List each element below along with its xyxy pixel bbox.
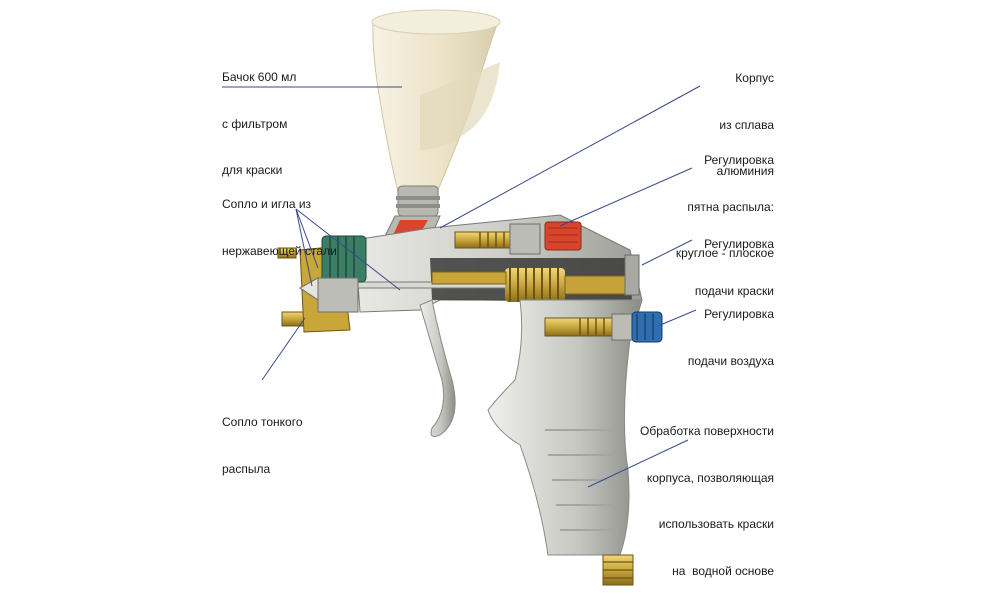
label-tank-line3: для краски: [222, 163, 283, 177]
leader-air: [657, 309, 697, 327]
label-tank: Бачок 600 мл с фильтром для краски: [222, 39, 296, 210]
air-cap: [277, 235, 367, 333]
label-surface-line4: на водной основе: [672, 563, 774, 578]
label-air-feed-line1: Регулировка: [704, 307, 774, 321]
needle-spring: [505, 268, 565, 302]
label-paint-feed: Регулировка подачи краски: [695, 206, 774, 330]
label-surface-line1: Обработка поверхности: [640, 424, 774, 438]
label-pattern-line3: круглое - плоское: [675, 246, 774, 260]
air-adjust-knob: [544, 311, 663, 343]
leader-nozzle-1: [295, 208, 319, 269]
label-body-line3: алюминия: [716, 164, 774, 178]
leader-body: [439, 85, 701, 229]
leader-pattern: [559, 167, 693, 227]
label-nozzle-needle-line1: Сопло и игла из: [222, 197, 312, 211]
paint-cup: [371, 9, 501, 217]
label-surface-line3: использовать краски: [658, 517, 774, 531]
pattern-adjust-knob: [454, 221, 582, 255]
label-body-line1: Корпус: [735, 71, 774, 85]
paint-feed-knob: [624, 254, 640, 296]
cup-thread: [396, 196, 440, 208]
trigger: [419, 299, 456, 437]
handle: [487, 299, 641, 586]
leader-nozzle-3: [295, 208, 313, 287]
label-nozzle-needle-line2: нержавеющей стали: [222, 243, 337, 258]
leader-nozzle-2: [295, 208, 401, 291]
label-pattern-line1: Регулировка: [704, 153, 774, 167]
label-air-feed-line2: подачи воздуха: [687, 353, 774, 368]
label-surface-line2: корпуса, позволяющая: [646, 470, 774, 485]
leader-fine-nozzle: [261, 317, 306, 381]
label-paint-feed-line2: подачи краски: [694, 283, 774, 298]
label-paint-feed-line1: Регулировка: [704, 237, 774, 251]
label-air-feed: Регулировка подачи воздуха: [688, 276, 774, 400]
leader-paint: [641, 239, 693, 266]
label-fine-nozzle-line2: распыла: [222, 461, 271, 476]
label-tank-line1: Бачок 600 мл: [222, 70, 297, 84]
leader-lines: [222, 85, 701, 488]
label-nozzle-needle: Сопло и игла из нержавеющей стали: [222, 166, 337, 290]
label-fine-nozzle: Сопло тонкого распыла: [222, 384, 303, 508]
leader-surface: [587, 439, 689, 488]
label-body-line2: из сплава: [719, 117, 774, 132]
label-pattern: Регулировка пятна распыла: круглое - пло…: [676, 122, 774, 293]
label-fine-nozzle-line1: Сопло тонкого: [222, 415, 303, 429]
label-surface: Обработка поверхности корпуса, позволяющ…: [640, 393, 774, 610]
label-tank-line2: с фильтром: [222, 116, 288, 131]
label-pattern-line2: пятна распыла:: [687, 199, 774, 214]
label-body: Корпус из сплава алюминия: [717, 40, 774, 211]
